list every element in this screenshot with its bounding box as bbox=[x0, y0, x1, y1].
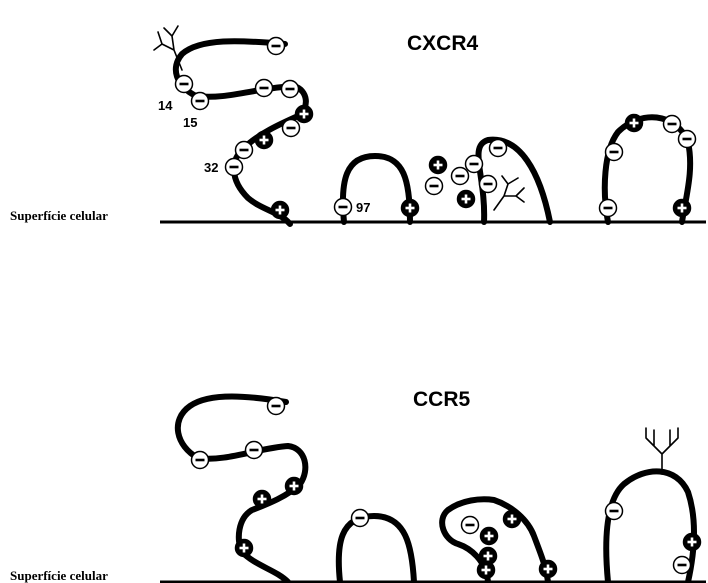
minus-circle-icon bbox=[352, 510, 369, 527]
minus-circle-icon bbox=[283, 120, 300, 137]
ccr5-title: CCR5 bbox=[413, 388, 470, 411]
plus-circle-icon bbox=[236, 540, 253, 557]
cxcr4-residue-32-label: 32 bbox=[204, 160, 218, 175]
cxcr4-residue-97-label: 97 bbox=[356, 200, 370, 215]
plus-circle-icon bbox=[430, 157, 447, 174]
minus-circle-icon bbox=[452, 168, 469, 185]
plus-circle-icon bbox=[478, 562, 495, 579]
minus-circle-icon bbox=[606, 144, 623, 161]
plus-circle-icon bbox=[256, 132, 273, 149]
minus-circle-icon bbox=[606, 503, 623, 520]
minus-circle-icon bbox=[176, 76, 193, 93]
minus-circle-icon bbox=[600, 200, 617, 217]
minus-circle-icon bbox=[246, 442, 263, 459]
cxcr4-panel: CXCR4 Superfície celular 14 15 32 97 bbox=[10, 26, 706, 224]
plus-circle-icon bbox=[481, 528, 498, 545]
minus-circle-icon bbox=[268, 38, 285, 55]
plus-circle-icon bbox=[684, 534, 701, 551]
minus-circle-icon bbox=[268, 398, 285, 415]
plus-circle-icon bbox=[504, 511, 521, 528]
minus-circle-icon bbox=[192, 452, 209, 469]
minus-circle-icon bbox=[335, 199, 352, 216]
plus-circle-icon bbox=[626, 115, 643, 132]
plus-circle-icon bbox=[402, 200, 419, 217]
plus-circle-icon bbox=[254, 491, 271, 508]
minus-circle-icon bbox=[256, 80, 273, 97]
minus-circle-icon bbox=[426, 178, 443, 195]
plus-circle-icon bbox=[286, 478, 303, 495]
ccr5-extracellular-loop-1 bbox=[339, 516, 414, 582]
cxcr4-residue-15-label: 15 bbox=[183, 115, 197, 130]
minus-circle-icon bbox=[480, 176, 497, 193]
minus-circle-icon bbox=[674, 557, 691, 574]
minus-circle-icon bbox=[679, 131, 696, 148]
minus-circle-icon bbox=[236, 142, 253, 159]
branched-sugar-icon bbox=[494, 176, 524, 210]
cxcr4-charges bbox=[176, 38, 696, 219]
cxcr4-residue-14-label: 14 bbox=[158, 98, 173, 113]
plus-circle-icon bbox=[272, 202, 289, 219]
plus-circle-icon bbox=[296, 106, 313, 123]
cxcr4-extracellular-loop-1 bbox=[343, 156, 410, 222]
branched-sugar-icon bbox=[646, 428, 678, 474]
minus-circle-icon bbox=[664, 116, 681, 133]
plus-circle-icon bbox=[458, 191, 475, 208]
plus-circle-icon bbox=[674, 200, 691, 217]
minus-circle-icon bbox=[462, 517, 479, 534]
minus-circle-icon bbox=[192, 93, 209, 110]
minus-circle-icon bbox=[490, 140, 507, 157]
ccr5-panel: CCR5 Superfície celular bbox=[10, 388, 706, 583]
cxcr4-title: CXCR4 bbox=[407, 32, 479, 55]
ccr5-surface-label: Superfície celular bbox=[10, 568, 108, 583]
minus-circle-icon bbox=[466, 156, 483, 173]
plus-circle-icon bbox=[540, 561, 557, 578]
minus-circle-icon bbox=[282, 81, 299, 98]
cxcr4-surface-label: Superfície celular bbox=[10, 208, 108, 223]
minus-circle-icon bbox=[226, 159, 243, 176]
